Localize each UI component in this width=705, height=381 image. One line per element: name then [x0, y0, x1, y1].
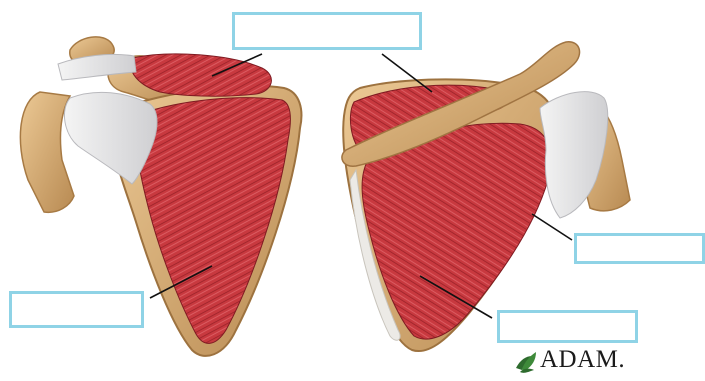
adam-logo: ADAM. [540, 346, 625, 374]
leader-line-right [532, 214, 572, 240]
left-subscapularis [137, 98, 291, 344]
label-box-bottom[interactable] [497, 310, 638, 343]
label-box-top[interactable] [232, 12, 422, 50]
logo-text: ADAM. [540, 346, 625, 374]
leaf-icon [516, 352, 536, 373]
label-box-left[interactable] [9, 291, 144, 328]
label-box-right[interactable] [574, 233, 705, 264]
right-scapula [342, 42, 630, 351]
